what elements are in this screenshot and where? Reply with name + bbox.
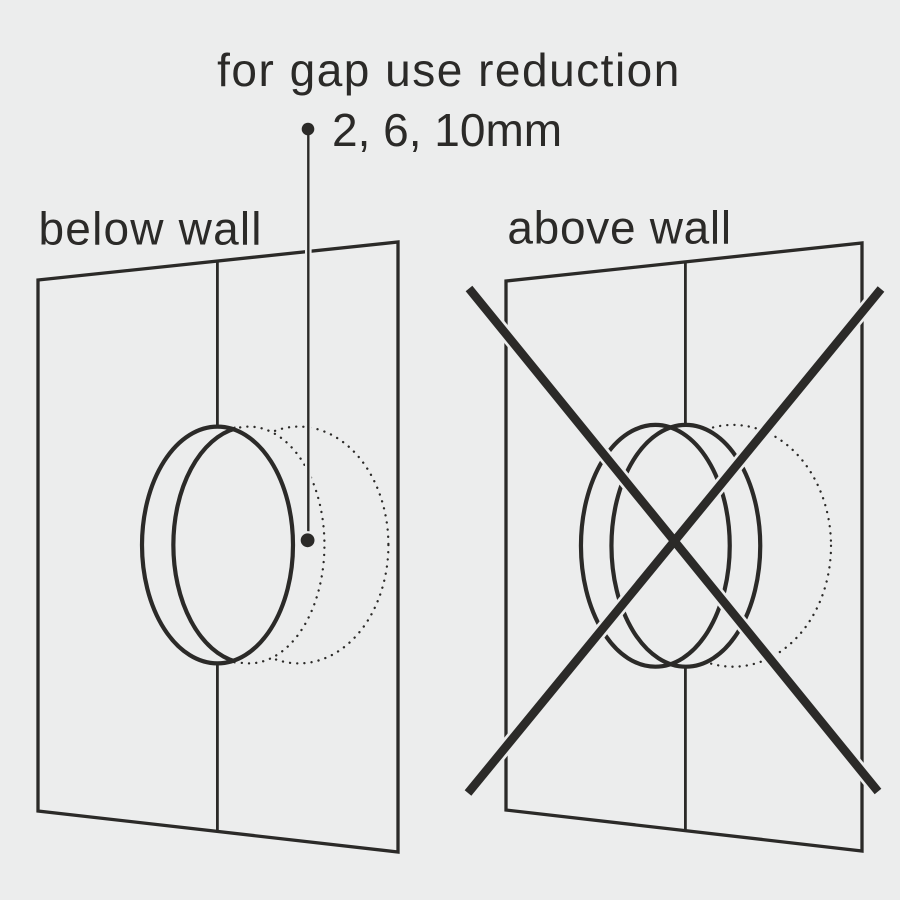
svg-text:2, 6, 10mm: 2, 6, 10mm: [332, 104, 562, 156]
svg-text:for gap use reduction: for gap use reduction: [217, 44, 681, 96]
svg-text:below wall: below wall: [39, 203, 263, 255]
svg-text:above wall: above wall: [507, 202, 731, 254]
